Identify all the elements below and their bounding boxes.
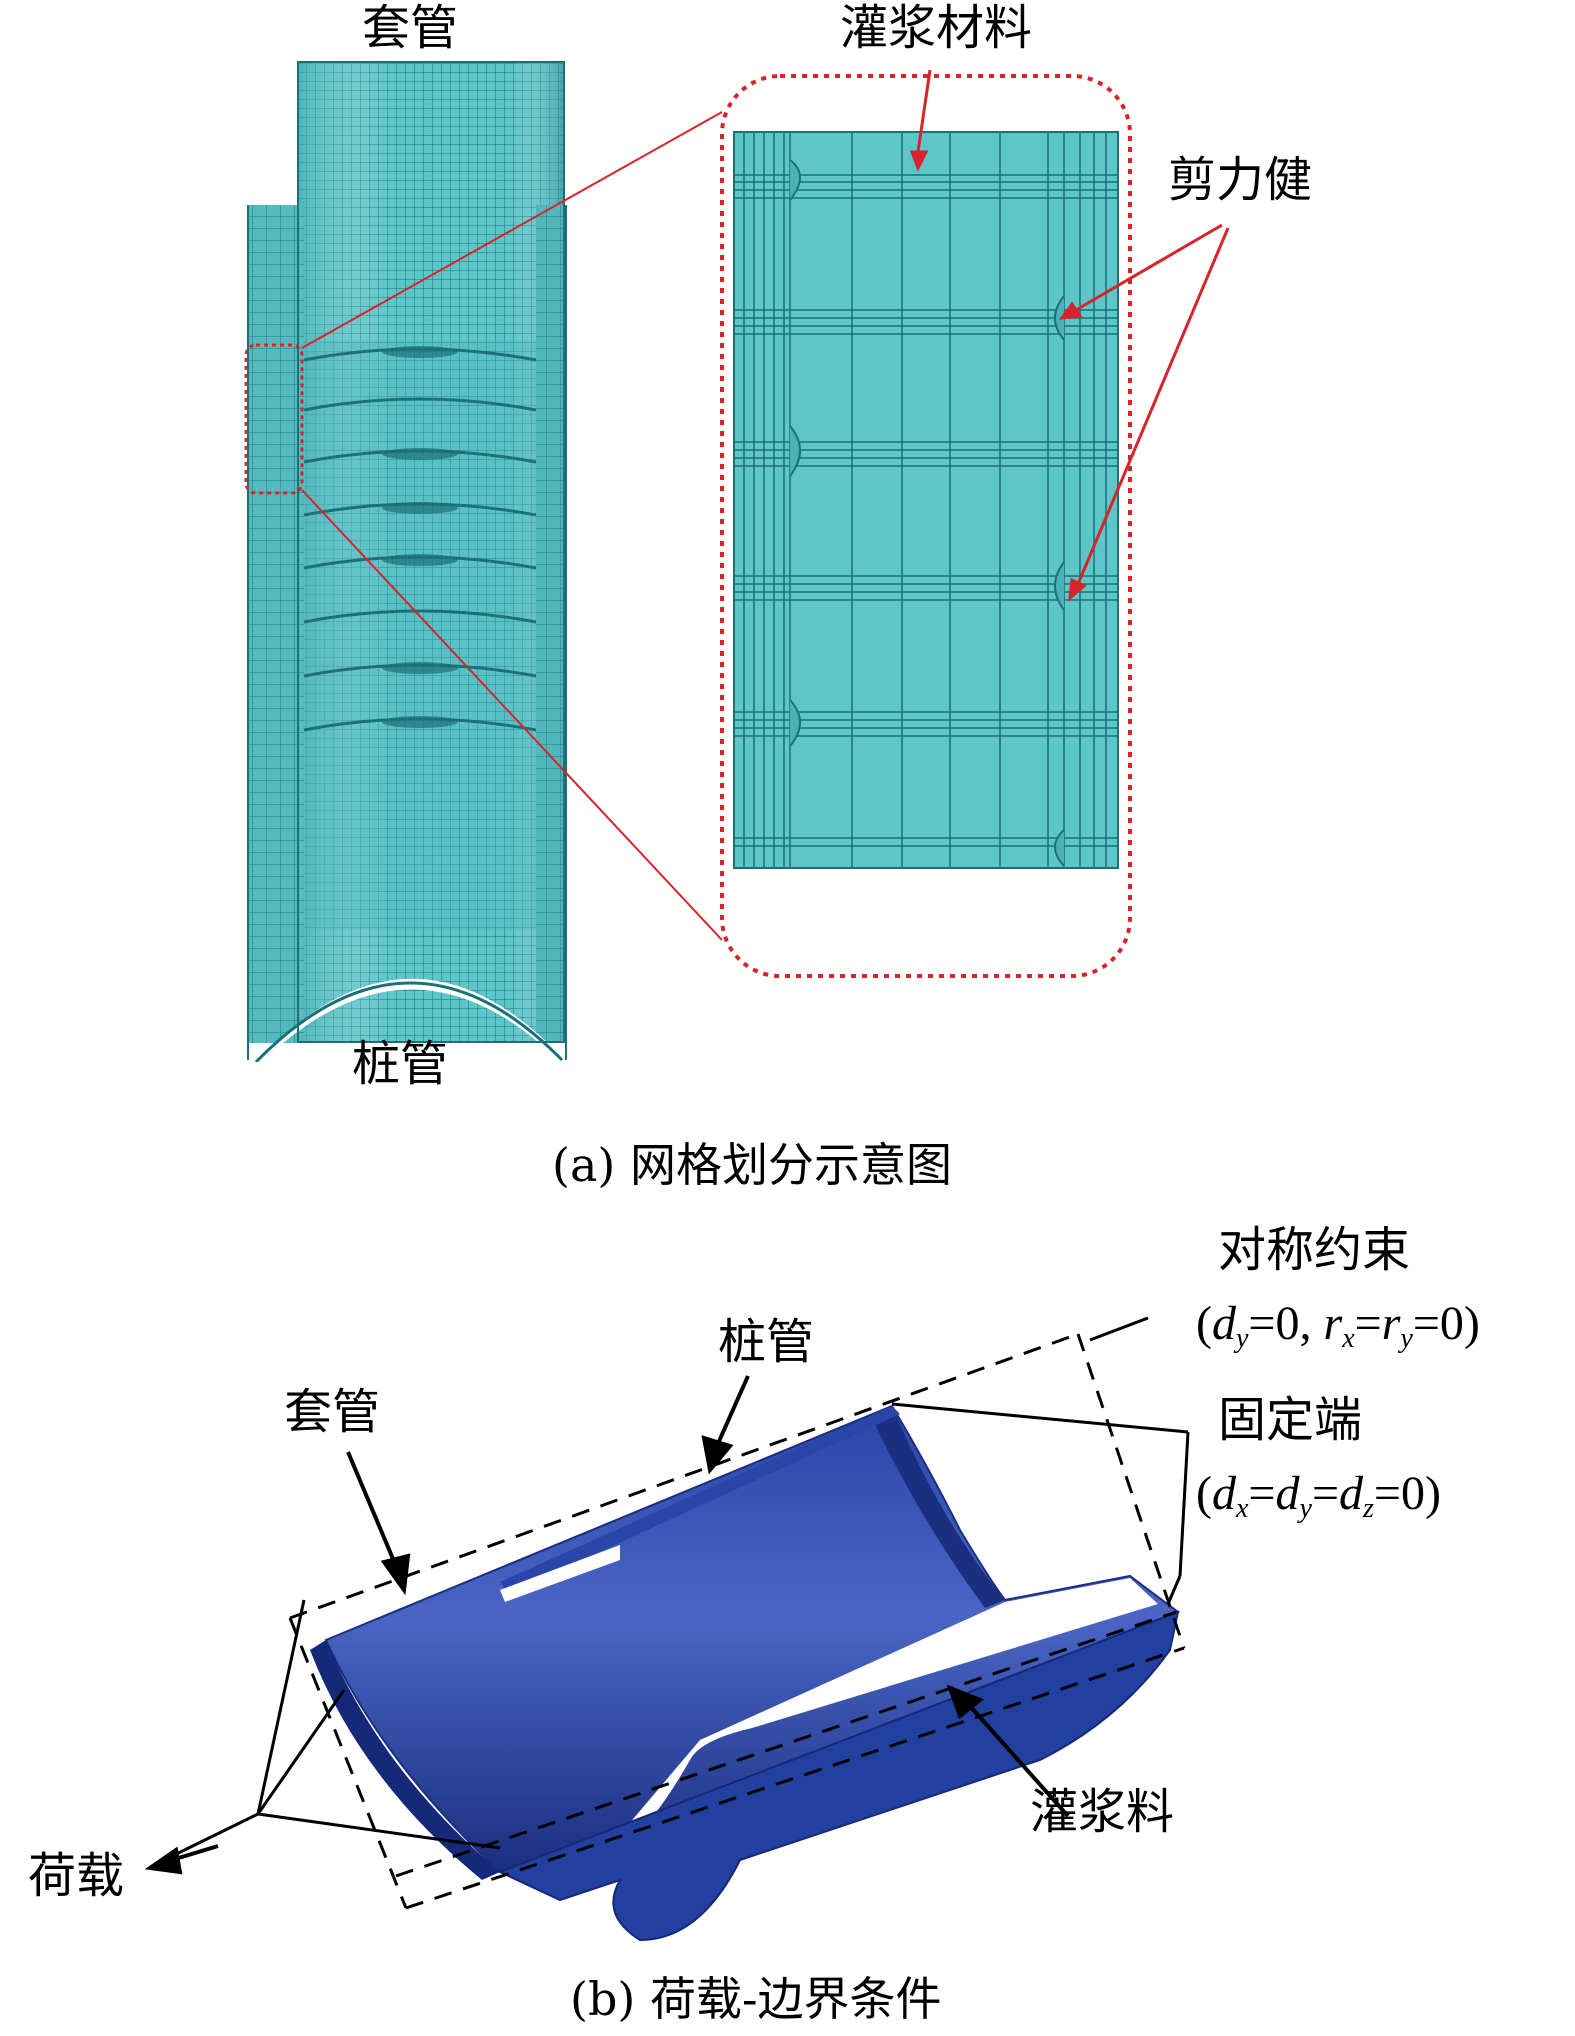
eq-fixed: (dx=dy=dz=0) [1196, 1467, 1441, 1524]
zoom-source-box [244, 343, 304, 495]
label-symmetry: 对称约束 [1218, 1222, 1411, 1278]
boundary-dashes [288, 1332, 1186, 1910]
leader-lines [159, 1316, 1190, 1864]
mesh-diagram [244, 61, 1230, 1064]
casing-shell [324, 1404, 1181, 1874]
label-pile-b: 桩管 [718, 1314, 815, 1370]
label-casing-b: 套管 [284, 1384, 381, 1440]
pile-mesh-right [536, 205, 566, 1043]
eq-symmetry: (dy=0, rx=ry=0) [1196, 1297, 1480, 1354]
label-casing-a: 套管 [362, 0, 459, 56]
label-fixed-end: 固定端 [1218, 1392, 1363, 1448]
pile-shell-front [497, 1610, 1180, 1942]
pile-top-band [500, 1406, 900, 1594]
zoom-connectors [301, 111, 723, 941]
label-pile-a: 桩管 [352, 1036, 449, 1092]
grout-band [303, 340, 537, 930]
caption-b: (b) 荷载-边界条件 [570, 1972, 942, 2026]
label-load: 荷载 [28, 1848, 125, 1904]
caption-a: (a) 网格划分示意图 [552, 1138, 952, 1192]
label-grout: 灌浆料 [1030, 1784, 1175, 1840]
label-grout-material: 灌浆材料 [840, 0, 1033, 56]
label-shear-keys: 剪力健 [1168, 152, 1313, 208]
grout-gap [600, 1578, 1158, 1858]
annotation-arrows-a [909, 69, 1230, 602]
zoom-detail [720, 74, 1132, 978]
annotation-arrows-b [144, 1375, 1070, 1875]
